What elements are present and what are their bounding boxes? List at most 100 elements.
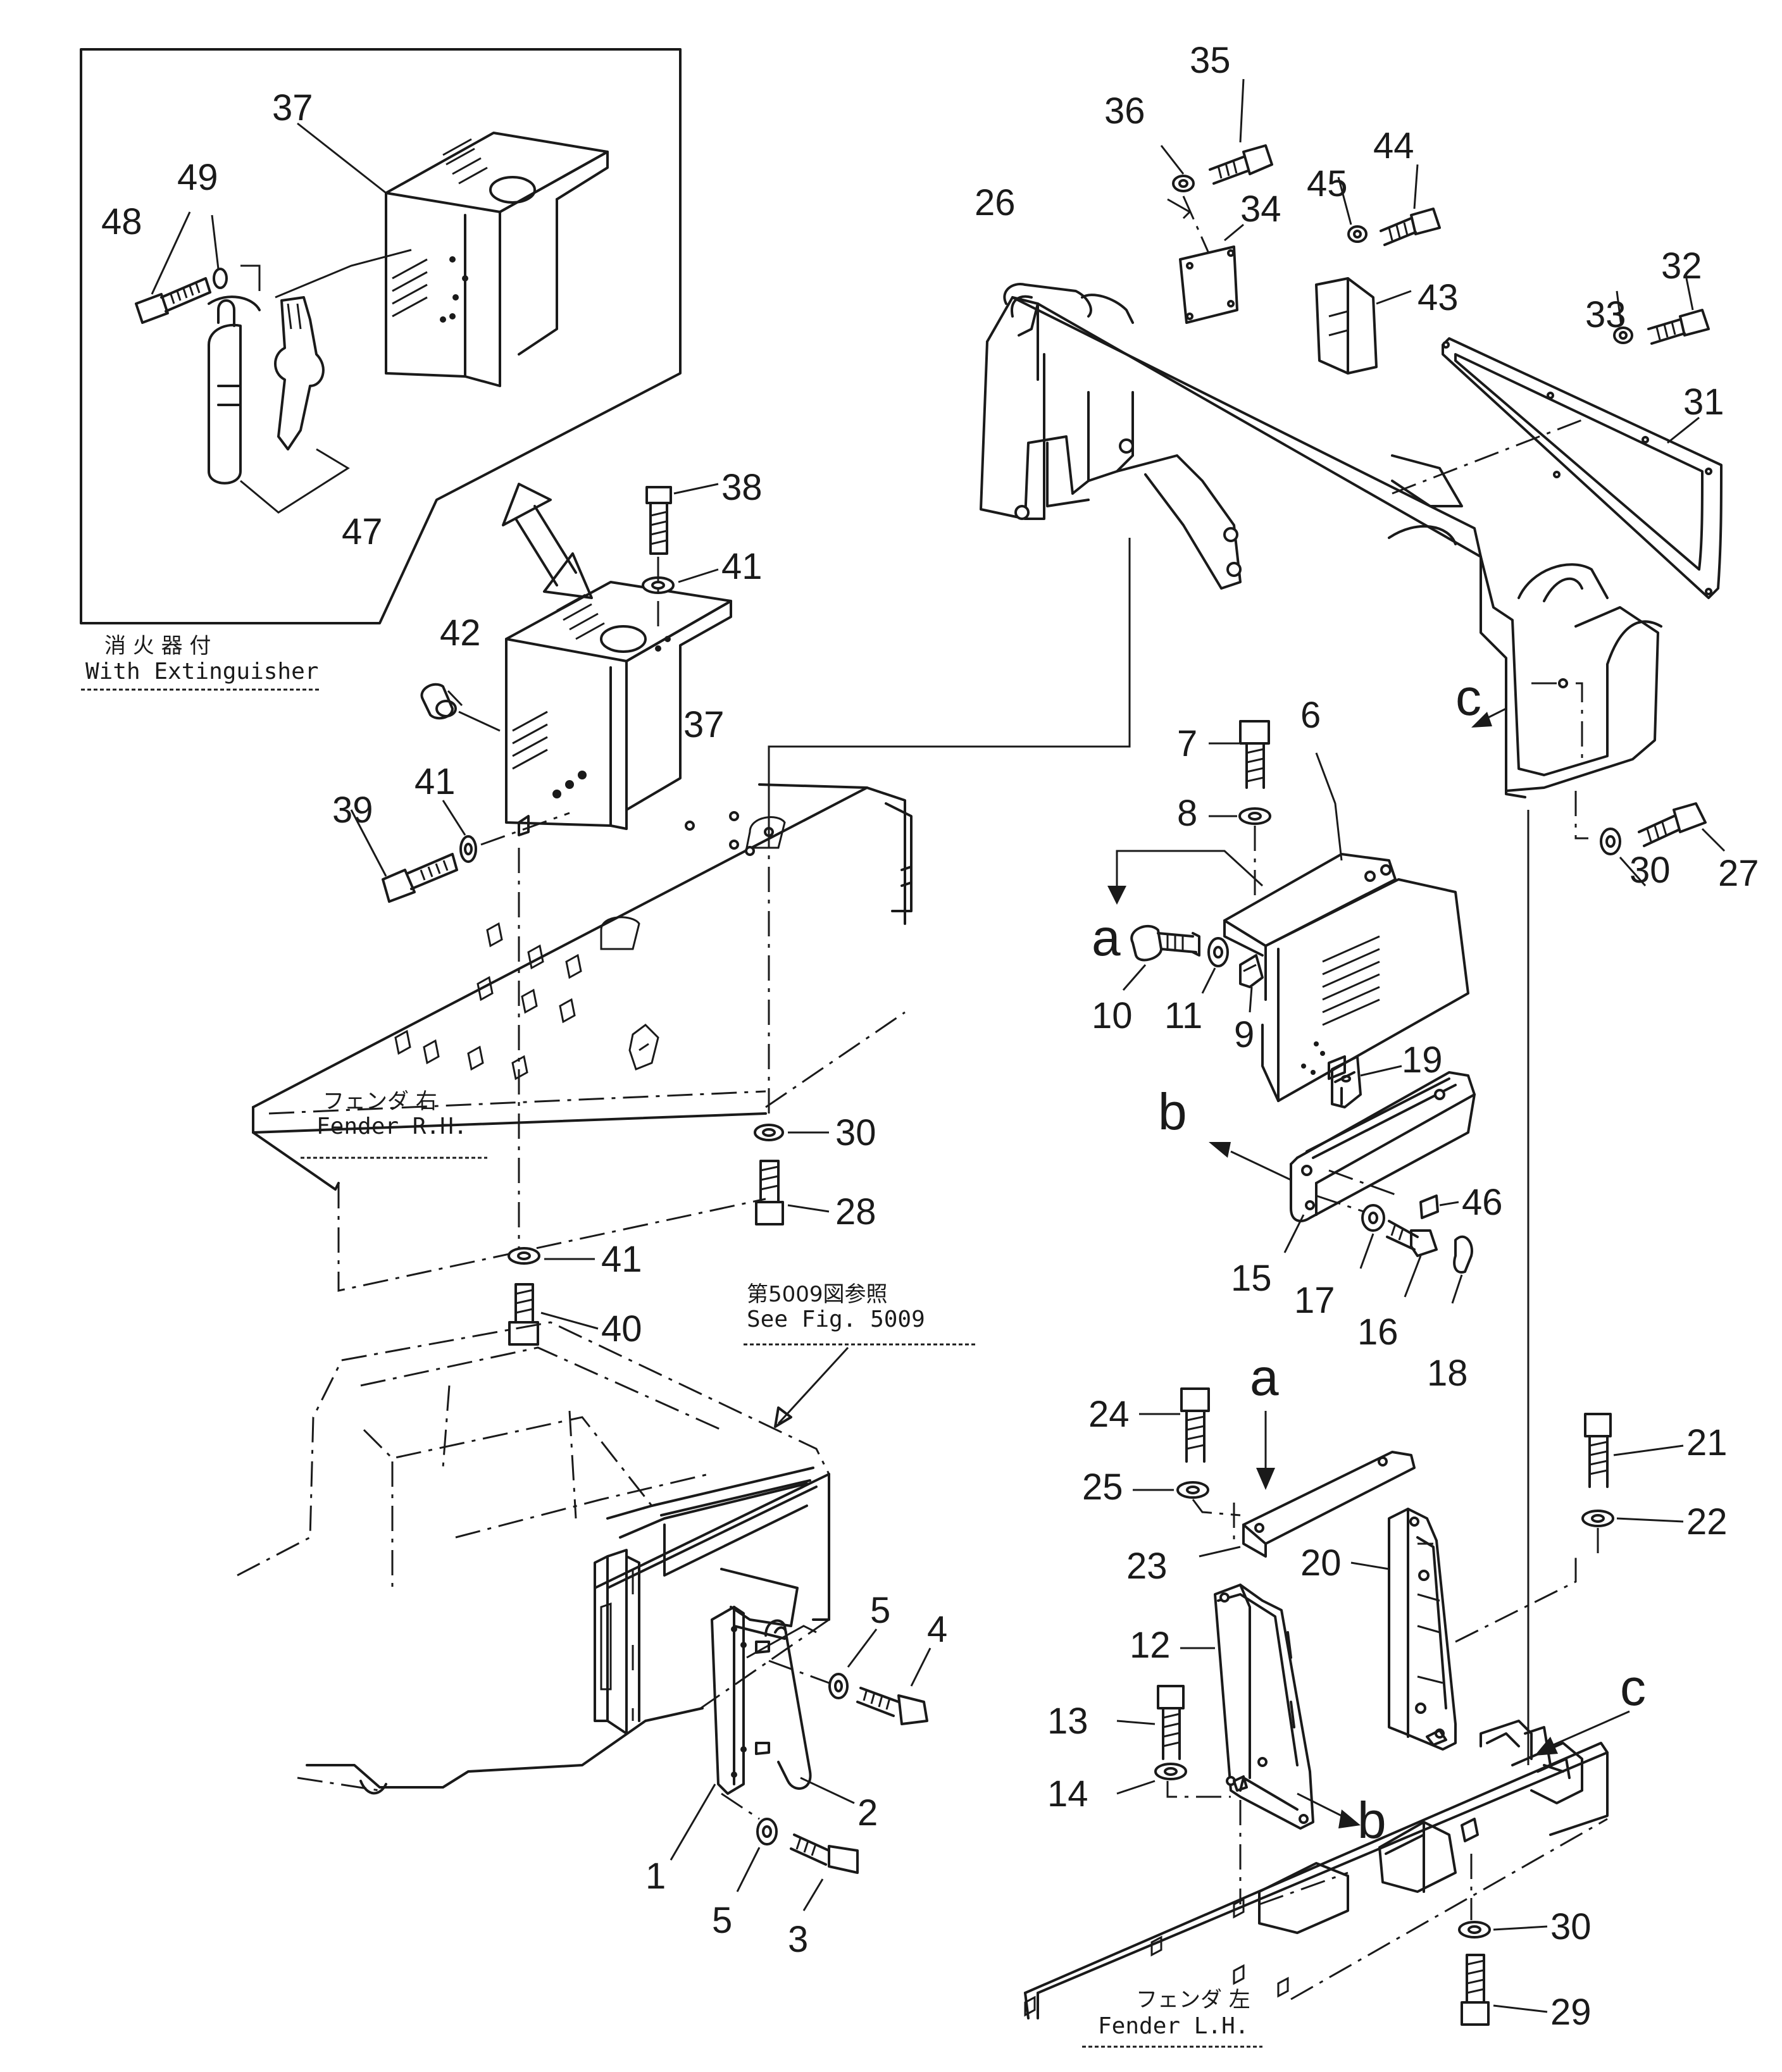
callout-31: 31 [1683, 382, 1724, 423]
callout-45: 45 [1307, 163, 1348, 204]
bolt-28 [754, 822, 830, 1225]
callout-41-bottom: 41 [601, 1239, 642, 1280]
bolt-7 [1209, 720, 1271, 898]
bracket-37 [505, 581, 732, 836]
bolt-29 [1458, 1854, 1548, 2026]
callout-7: 7 [1177, 723, 1197, 764]
bracket-23 [1199, 1451, 1416, 1558]
view-letter-c-bottom: c [1620, 1659, 1646, 1716]
callout-35: 35 [1190, 40, 1231, 81]
callout-28: 28 [835, 1191, 876, 1232]
callout-41-mid: 41 [414, 761, 456, 802]
bolt-39 [350, 800, 570, 903]
callout-20: 20 [1300, 1542, 1342, 1584]
callout-46: 46 [1462, 1182, 1503, 1223]
cover-34 [1160, 78, 1273, 324]
inset-caption-en: With Extinguisher [85, 659, 318, 685]
callout-13: 13 [1047, 1701, 1088, 1742]
callout-10: 10 [1092, 995, 1133, 1036]
view-letter-b-bottom: b [1357, 1792, 1386, 1849]
callout-27: 27 [1718, 853, 1759, 894]
callout-48: 48 [101, 201, 142, 242]
callout-44: 44 [1373, 125, 1414, 166]
callout-43: 43 [1418, 277, 1459, 318]
callout-16: 16 [1357, 1312, 1399, 1353]
bolt-40 [508, 848, 599, 1346]
callout-8: 8 [1177, 793, 1197, 834]
callout-39: 39 [332, 790, 373, 831]
callout-41-top: 41 [721, 546, 763, 587]
fender-rh: フェンダ 右 Fender R.H. [252, 783, 913, 1292]
extinguisher-inset: 37 49 48 47 消 火 器 付 With Extinguisher [80, 48, 682, 691]
reference-note: 第5009図参照 See Fig. 5009 [744, 1282, 978, 1428]
view-letter-a-top: a [1092, 909, 1121, 967]
view-c-top: c [1455, 669, 1507, 728]
fender-lh: フェンダ 左 Fender L.H. [1024, 1720, 1609, 2048]
callout-38: 38 [721, 467, 763, 508]
reference-jp: 第5009図参照 [747, 1282, 888, 1307]
callouts: 35 36 26 34 45 44 43 33 32 31 38 41 42 3… [332, 40, 1759, 2033]
callout-29: 29 [1550, 1992, 1592, 2033]
frame-12 [1180, 1584, 1314, 1904]
bolt-21 [1581, 1413, 1684, 1556]
callout-25: 25 [1082, 1467, 1123, 1508]
swap-arrow [502, 483, 593, 599]
callout-37: 37 [683, 704, 725, 745]
reference-en: See Fig. 5009 [747, 1306, 925, 1332]
callout-15: 15 [1231, 1258, 1272, 1299]
callout-30-left: 30 [835, 1112, 876, 1153]
callout-1: 1 [645, 1856, 666, 1897]
callout-12: 12 [1130, 1625, 1171, 1666]
hood-26 [980, 283, 1662, 798]
view-letter-a-bottom: a [1250, 1349, 1279, 1406]
view-letter-c-top: c [1455, 669, 1481, 726]
fender-rh-jp: フェンダ 右 [323, 1089, 437, 1114]
bolt-10 [1122, 924, 1264, 1013]
callout-47: 47 [342, 511, 383, 552]
machine-body [237, 1321, 830, 1795]
callout-24: 24 [1088, 1394, 1130, 1435]
view-a-top: a [1092, 850, 1264, 967]
callout-30-bottom: 30 [1550, 1906, 1592, 1947]
callout-22: 22 [1686, 1501, 1728, 1542]
bolt-27 [1574, 791, 1726, 886]
callout-26: 26 [975, 182, 1016, 223]
fender-lh-jp: フェンダ 左 [1136, 1987, 1250, 2013]
handrail-2 [711, 1606, 812, 1795]
callout-42: 42 [440, 612, 481, 654]
callout-11: 11 [1164, 995, 1202, 1036]
callout-17: 17 [1294, 1280, 1335, 1321]
callout-3: 3 [788, 1919, 808, 1960]
plug-42 [420, 683, 501, 732]
gasket-31 [1392, 278, 1723, 599]
callout-6: 6 [1300, 695, 1321, 736]
callout-5-lower: 5 [712, 1900, 732, 1941]
view-letter-b-top: b [1158, 1083, 1187, 1141]
callout-5-upper: 5 [870, 1590, 890, 1631]
callout-33: 33 [1585, 294, 1626, 335]
view-c-bottom: c [1535, 1659, 1646, 1756]
callout-49: 49 [177, 157, 218, 198]
fender-lh-en: Fender L.H. [1098, 2013, 1249, 2039]
bolt-3 [721, 1792, 859, 1911]
view-b-bottom: b [1297, 1792, 1386, 1849]
callout-34: 34 [1240, 189, 1281, 230]
plate-43 [1315, 164, 1441, 375]
view-b-top: b [1158, 1083, 1292, 1181]
panel-20 [1350, 1508, 1577, 1751]
callout-4: 4 [927, 1609, 947, 1650]
inset-caption-jp: 消 火 器 付 [104, 633, 211, 659]
callout-9: 9 [1234, 1014, 1254, 1055]
callout-37-inset: 37 [272, 87, 313, 128]
callout-40: 40 [601, 1308, 642, 1349]
callout-36: 36 [1104, 90, 1145, 132]
callout-32: 32 [1661, 245, 1702, 287]
view-a-bottom: a [1250, 1349, 1279, 1490]
callout-18: 18 [1427, 1353, 1468, 1394]
bolt-38 [642, 483, 719, 633]
callout-30-right: 30 [1629, 850, 1671, 891]
callout-21: 21 [1686, 1422, 1728, 1463]
callout-14: 14 [1047, 1773, 1088, 1815]
plate-15 [1283, 1055, 1476, 1304]
bolt-4 [768, 1628, 932, 1725]
